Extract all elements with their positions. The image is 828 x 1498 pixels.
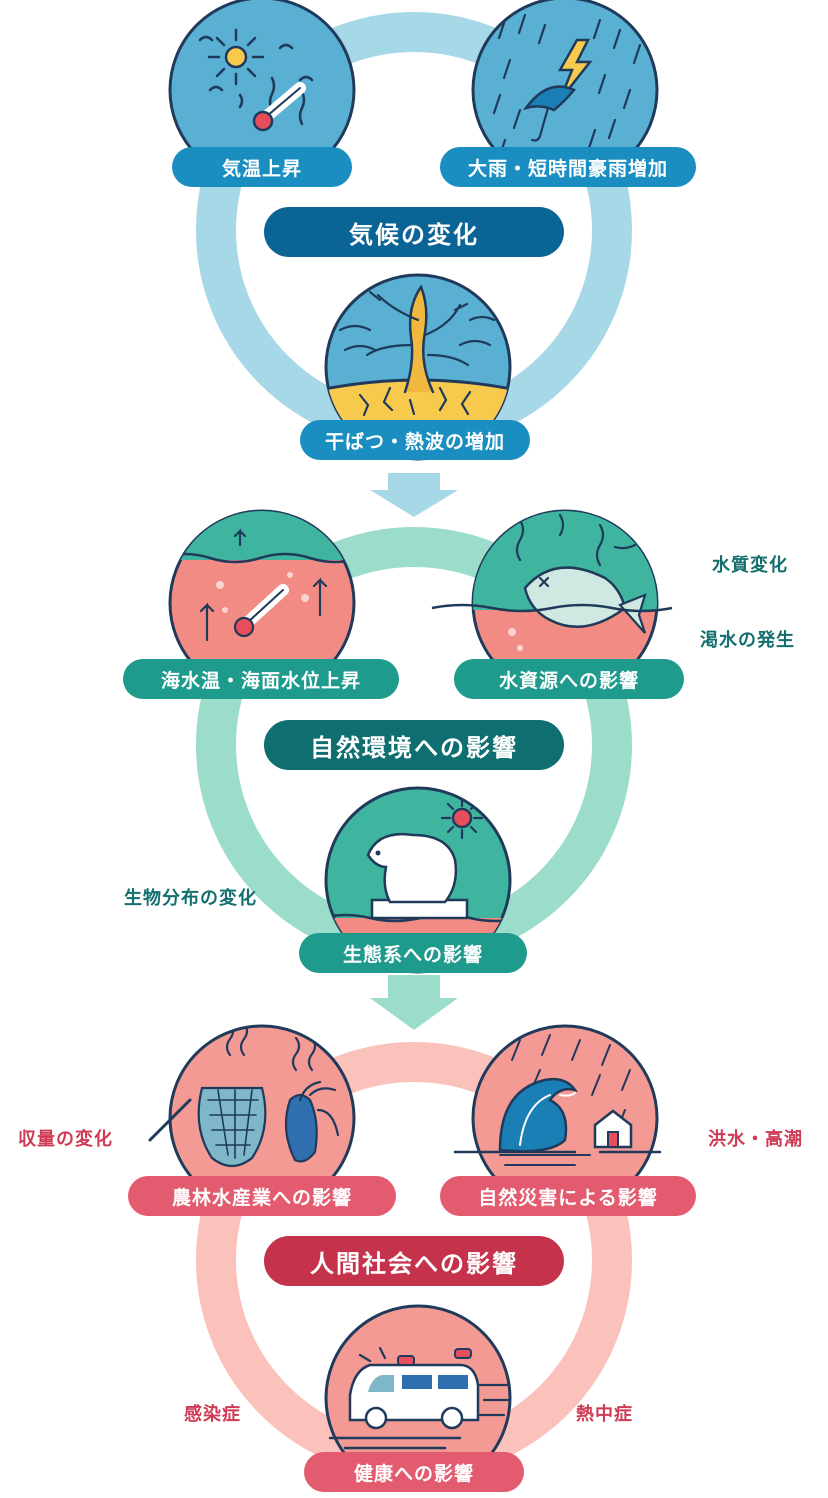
side-label-infectious-disease: 感染症 <box>184 1404 241 1425</box>
item-water-resources: 水資源への影響 <box>454 659 684 699</box>
side-label-yield-change: 収量の変化 <box>18 1129 113 1150</box>
side-label-flood-storm-surge: 洪水・高潮 <box>708 1129 803 1150</box>
section-title-climate: 気候の変化 <box>264 207 564 257</box>
tsunami-house-icon <box>453 1024 662 1212</box>
sun-thermometer-icon <box>168 0 356 184</box>
side-label-species-distribution: 生物分布の変化 <box>124 888 257 909</box>
item-sea-temp-level-rise: 海水温・海面水位上昇 <box>123 659 399 699</box>
side-label-heatstroke: 熱中症 <box>576 1404 633 1425</box>
item-ecosystem: 生態系への影響 <box>299 933 527 973</box>
item-temperature-rise: 気温上昇 <box>172 147 352 187</box>
ambulance-icon <box>324 1304 512 1492</box>
side-label-water-quality: 水質変化 <box>712 555 788 576</box>
down-arrow-icon <box>370 975 458 1030</box>
item-natural-disaster: 自然災害による影響 <box>440 1176 696 1216</box>
section-title-nature: 自然環境への影響 <box>264 720 564 770</box>
side-label-water-shortage: 渇水の発生 <box>700 630 795 651</box>
item-health: 健康への影響 <box>304 1452 524 1492</box>
item-drought-heatwave: 干ばつ・熱波の増加 <box>300 420 530 460</box>
item-agriculture-fishery: 農林水産業への影響 <box>128 1176 396 1216</box>
crops-net-icon <box>148 1024 356 1212</box>
section-title-society: 人間社会への影響 <box>264 1236 564 1286</box>
item-heavy-rain-increase: 大雨・短時間豪雨増加 <box>440 147 696 187</box>
down-arrow-icon <box>370 473 458 517</box>
